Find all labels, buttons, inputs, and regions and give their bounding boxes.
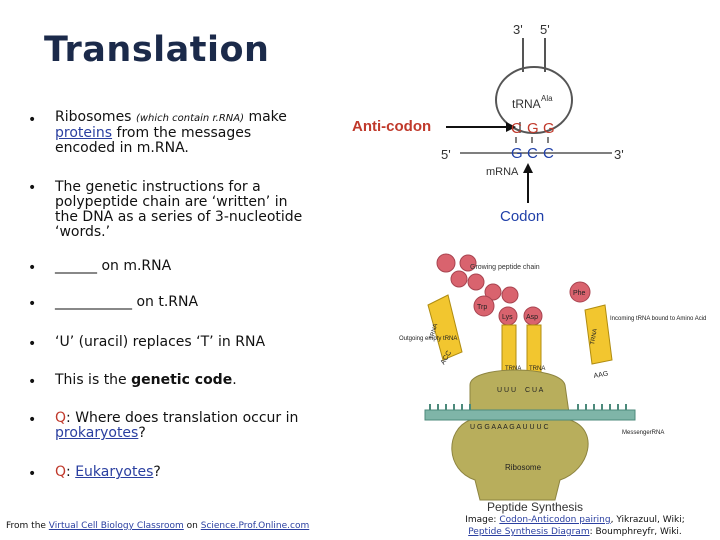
bullet-marker: • [28, 412, 37, 428]
codon-base: C [543, 145, 554, 162]
trp-label: Trp [477, 304, 487, 311]
five-prime-left: 5' [441, 147, 451, 162]
trna-label: TRNA [590, 328, 599, 345]
genetic-code-term: genetic code [131, 372, 233, 388]
cua-codon: C U A [525, 387, 544, 394]
mrna-label: mRNA [486, 166, 519, 178]
mrna-strand [424, 409, 636, 421]
trp-amino-acid [473, 295, 495, 317]
question-label: Q [55, 410, 67, 426]
anticodon-base: C [511, 120, 522, 137]
amino-acid-bead [436, 253, 456, 273]
mrna-sequence: U G G A A A G A U U U C [470, 424, 549, 431]
footer-text: Image: [465, 515, 500, 525]
peptide-chain [436, 253, 591, 304]
eukaryotes-link[interactable]: Eukaryotes [75, 464, 154, 480]
outgoing-label: Outgoing empty tRNA [399, 336, 457, 342]
bullet-marker: • [28, 374, 37, 390]
bullet-text: This is the [55, 372, 132, 388]
bullet-ribosomes: Ribosomes (which contain r.RNA) make pro… [55, 110, 315, 156]
trna-label: TRNA [505, 366, 521, 372]
bullet-genetic-code: This is the genetic code. [55, 373, 315, 388]
outgoing-trna [427, 294, 463, 361]
bullet-genetic-instructions: The genetic instructions for a polypepti… [55, 179, 303, 240]
incoming-trna [584, 304, 613, 365]
trna-label: tRNA [512, 97, 541, 111]
bullet-marker: • [28, 336, 37, 352]
virtual-classroom-link[interactable]: Virtual Cell Biology Classroom [48, 521, 184, 531]
footer-source: From the Virtual Cell Biology Classroom … [6, 521, 309, 531]
bullet-text: : [66, 464, 76, 480]
amino-acid-bead [459, 254, 477, 272]
aag-anticodon: AAG [593, 371, 609, 380]
three-prime-right: 3' [614, 147, 624, 162]
anticodon-arrowhead [506, 122, 516, 132]
five-prime-top: 5' [540, 22, 550, 37]
bullet-codon-blank: ______ on m.RNA [55, 258, 172, 274]
proteins-link[interactable]: proteins [55, 125, 113, 141]
footer-text: : Boumphreyfr, Wiki. [589, 527, 682, 537]
bullet-marker: • [28, 260, 37, 276]
footer-image-credit: Image: Codon-Anticodon pairing, Yikrazuu… [430, 514, 720, 538]
bullet-small-note: (which contain r.RNA) [135, 113, 244, 124]
amino-acid-bead [569, 281, 591, 303]
trna-label: TRNA [529, 366, 545, 372]
codon-label: Codon [500, 208, 545, 225]
ribosome-shape [451, 369, 589, 501]
codon-arrowhead [523, 163, 533, 173]
growing-chain-label: Growing peptide chain [470, 264, 540, 271]
anticodon-base: G [527, 120, 539, 137]
bullet-marker: • [28, 112, 37, 128]
bullet-text: : Where does translation occur in [66, 410, 299, 426]
codon-anticodon-link[interactable]: Codon-Anticodon pairing [499, 515, 611, 525]
amino-acid-bead [467, 273, 485, 291]
bullet-text: . [232, 372, 237, 388]
bullet-text: from the messages encoded in m.RNA. [55, 125, 252, 156]
amino-acid-bead [501, 286, 519, 304]
trna-loop [495, 66, 573, 134]
messenger-rna-label: MessengerRNA [622, 430, 664, 436]
scienceprof-link[interactable]: Science.Prof.Online.com [200, 521, 310, 531]
footer-text: From the [6, 521, 49, 531]
footer-text: , Yikrazuul, Wiki; [610, 515, 685, 525]
peptide-synthesis-caption: Peptide Synthesis [487, 500, 583, 514]
bullet-text: ? [153, 464, 161, 480]
bullet-marker: • [28, 296, 37, 312]
bullet-text: make [244, 109, 287, 125]
mrna-bases [429, 404, 627, 410]
bullet-anticodon-blank: ___________ on t.RNA [55, 294, 199, 310]
uuu-codon: U U U [497, 387, 516, 394]
asp-label: Asp [526, 314, 538, 321]
prokaryotes-link[interactable]: prokaryotes [55, 425, 139, 441]
ribosome-label: Ribosome [505, 463, 542, 472]
anticodon-label: Anti-codon [352, 118, 432, 135]
bullet-marker: • [28, 466, 37, 482]
codon-base: C [527, 145, 538, 162]
page-title: Translation [44, 30, 270, 70]
bullet-text: Ribosomes [55, 109, 136, 125]
footer-text: on [183, 521, 201, 531]
phe-label: Phe [573, 290, 586, 297]
trna-label: TRNA [429, 323, 439, 340]
question-label: Q [55, 464, 67, 480]
lys-label: Lys [502, 314, 513, 321]
amino-acid-bead [484, 283, 502, 301]
peptide-diagram-link[interactable]: Peptide Synthesis Diagram [468, 527, 590, 537]
three-prime-top: 3' [513, 22, 523, 37]
bullet-uracil: ‘U’ (uracil) replaces ‘T’ in RNA [55, 334, 266, 350]
amino-acid-bead [450, 270, 468, 288]
incoming-label: Incoming tRNA bound to Amino Acid [610, 316, 706, 322]
codon-base: G [511, 145, 523, 162]
bullet-question-eukaryotes: Q: Eukaryotes? [55, 465, 315, 480]
bullet-text: ? [138, 425, 146, 441]
bullet-marker: • [28, 180, 37, 196]
bullet-question-prokaryotes: Q: Where does translation occur in proka… [55, 411, 315, 441]
anticodon-base: G [543, 120, 555, 137]
trna-superscript: Ala [541, 94, 553, 103]
